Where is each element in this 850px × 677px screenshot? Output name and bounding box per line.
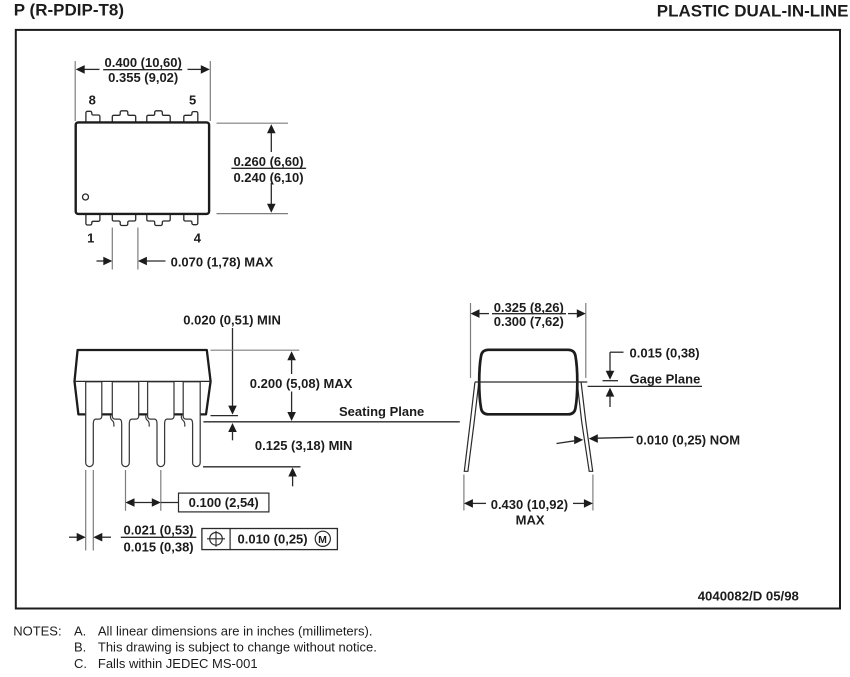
svg-text:4: 4	[194, 231, 202, 246]
svg-text:PLASTIC DUAL-IN-LINE: PLASTIC DUAL-IN-LINE	[657, 1, 849, 20]
svg-text:5: 5	[189, 93, 196, 108]
svg-text:0.021 (0,53): 0.021 (0,53)	[124, 523, 194, 538]
svg-text:NOTES:: NOTES:	[13, 624, 61, 639]
svg-text:0.200 (5,08) MAX: 0.200 (5,08) MAX	[250, 376, 353, 391]
svg-text:This drawing is subject to cha: This drawing is subject to change withou…	[98, 640, 377, 655]
svg-text:1: 1	[87, 231, 94, 246]
svg-text:0.015 (0,38): 0.015 (0,38)	[630, 346, 700, 361]
svg-text:8: 8	[89, 93, 96, 108]
svg-text:0.020 (0,51) MIN: 0.020 (0,51) MIN	[183, 312, 281, 327]
svg-text:All linear dimensions are in i: All linear dimensions are in inches (mil…	[98, 624, 373, 639]
svg-text:0.100 (2,54): 0.100 (2,54)	[189, 495, 259, 510]
svg-text:0.325 (8,26): 0.325 (8,26)	[494, 300, 564, 315]
svg-text:Seating Plane: Seating Plane	[339, 404, 424, 419]
svg-text:0.400 (10,60): 0.400 (10,60)	[105, 55, 182, 70]
svg-text:0.015 (0,38): 0.015 (0,38)	[124, 540, 194, 555]
svg-text:0.010 (0,25): 0.010 (0,25)	[238, 531, 308, 546]
svg-text:A.: A.	[74, 624, 86, 639]
svg-text:0.010 (0,25) NOM: 0.010 (0,25) NOM	[636, 432, 740, 447]
svg-text:0.240 (6,10): 0.240 (6,10)	[233, 170, 303, 185]
svg-text:P (R-PDIP-T8): P (R-PDIP-T8)	[14, 1, 124, 20]
svg-text:MAX: MAX	[516, 513, 545, 528]
svg-text:0.355 (9,02): 0.355 (9,02)	[108, 70, 178, 85]
svg-text:M: M	[318, 534, 327, 546]
svg-text:Gage Plane: Gage Plane	[630, 372, 701, 387]
svg-text:B.: B.	[74, 640, 86, 655]
svg-text:0.430 (10,92): 0.430 (10,92)	[491, 497, 568, 512]
svg-text:0.260 (6,60): 0.260 (6,60)	[233, 154, 303, 169]
svg-text:0.300 (7,62): 0.300 (7,62)	[494, 314, 564, 329]
svg-text:C.: C.	[74, 656, 87, 671]
svg-text:0.070 (1,78) MAX: 0.070 (1,78) MAX	[171, 254, 274, 269]
svg-text:Falls within JEDEC MS-001: Falls within JEDEC MS-001	[98, 656, 258, 671]
svg-text:4040082/D 05/98: 4040082/D 05/98	[698, 589, 799, 604]
svg-text:0.125 (3,18) MIN: 0.125 (3,18) MIN	[255, 438, 353, 453]
